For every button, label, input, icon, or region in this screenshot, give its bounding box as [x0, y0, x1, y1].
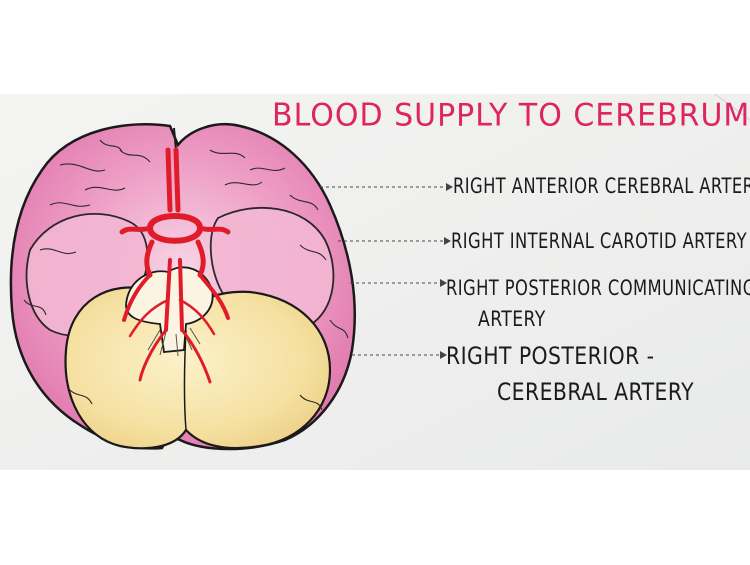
diagram-title: BLOOD SUPPLY TO CEREBRUM: [272, 97, 750, 134]
label-right-posterior-cerebral-line2: CEREBRAL ARTERY: [497, 378, 695, 406]
anterior-cerebral-arteries: [165, 147, 181, 213]
arteries: [119, 147, 231, 384]
cranial-nerves: [147, 327, 201, 357]
label-right-posterior-cerebral-line1: RIGHT POSTERIOR -: [446, 342, 655, 370]
leader-arrowheads: [440, 183, 453, 359]
cerebellar-branches: [128, 298, 216, 338]
vertebral-arteries: [138, 328, 212, 384]
gyri-lines: [23, 139, 349, 411]
sheet-fold-line: [714, 93, 750, 121]
label-right-internal-carotid-artery: RIGHT INTERNAL CAROTID ARTERY: [451, 229, 748, 253]
brain-illustration: [9, 123, 357, 451]
leader-lines: [320, 186, 446, 356]
label-right-anterior-cerebral-artery: RIGHT ANTERIOR CEREBRAL ARTERY: [453, 174, 750, 198]
longitudinal-fissure: [173, 127, 177, 151]
label-right-posterior-communicating-line2: ARTERY: [478, 307, 546, 331]
posterior-cerebral-artery: [122, 273, 230, 322]
label-right-posterior-communicating-line1: RIGHT POSTERIOR COMMUNICATING: [446, 276, 750, 300]
internal-carotid-artery: [119, 225, 231, 235]
posterior-communicating-artery: [144, 239, 206, 278]
basilar-artery: [164, 258, 184, 332]
